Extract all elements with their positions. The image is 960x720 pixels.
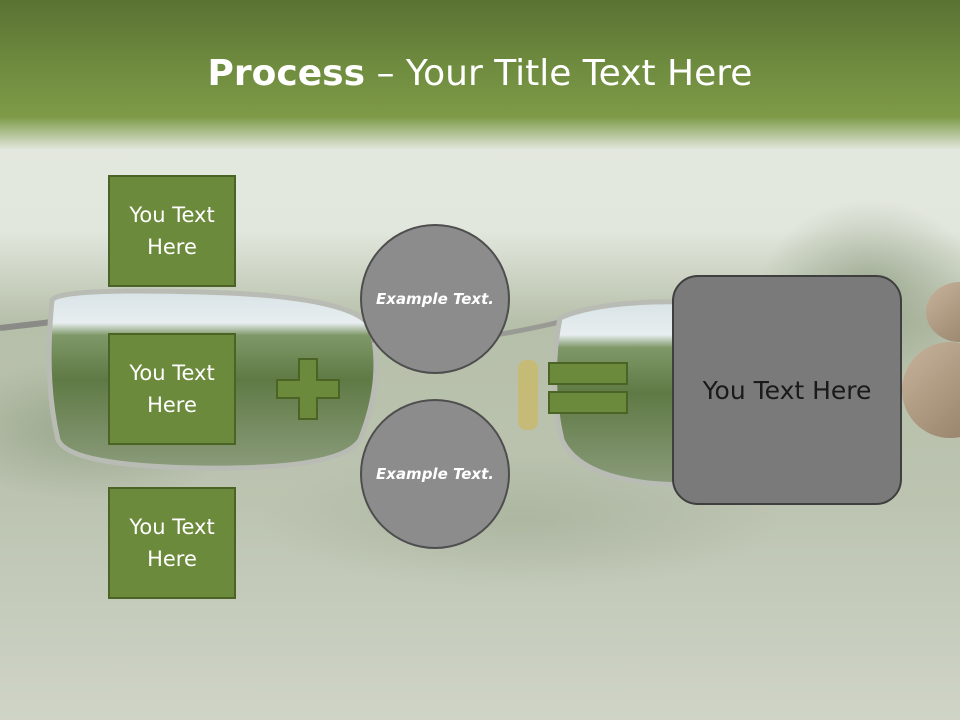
title-rest: – Your Title Text Here	[365, 53, 753, 94]
text-box-3[interactable]: You Text Here	[108, 487, 236, 599]
example-circle-2[interactable]: Example Text.	[360, 399, 510, 549]
title-bold: Process	[207, 53, 366, 94]
text-box-2[interactable]: You Text Here	[108, 333, 236, 445]
text-box-1[interactable]: You Text Here	[108, 175, 236, 287]
result-box[interactable]: You Text Here	[672, 275, 902, 505]
slide-title: Process – Your Title Text Here	[0, 52, 960, 96]
title-band	[0, 0, 960, 150]
example-circle-1[interactable]: Example Text.	[360, 224, 510, 374]
plus-icon	[276, 358, 340, 420]
equals-icon	[548, 362, 628, 414]
